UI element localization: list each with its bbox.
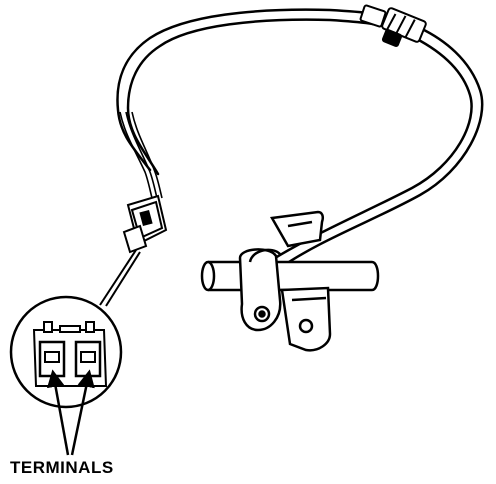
sensor-assembly: [200, 210, 380, 352]
terminals-label: TERMINALS: [10, 458, 114, 477]
arrow-up-icon: [46, 369, 95, 456]
callout-lead: [99, 249, 141, 307]
top-connector: [359, 4, 427, 47]
left-wire-bundle: [119, 111, 163, 199]
wire-harness: [116, 8, 484, 270]
terminal-callout: [9, 295, 123, 409]
harness-connector: [122, 194, 168, 254]
